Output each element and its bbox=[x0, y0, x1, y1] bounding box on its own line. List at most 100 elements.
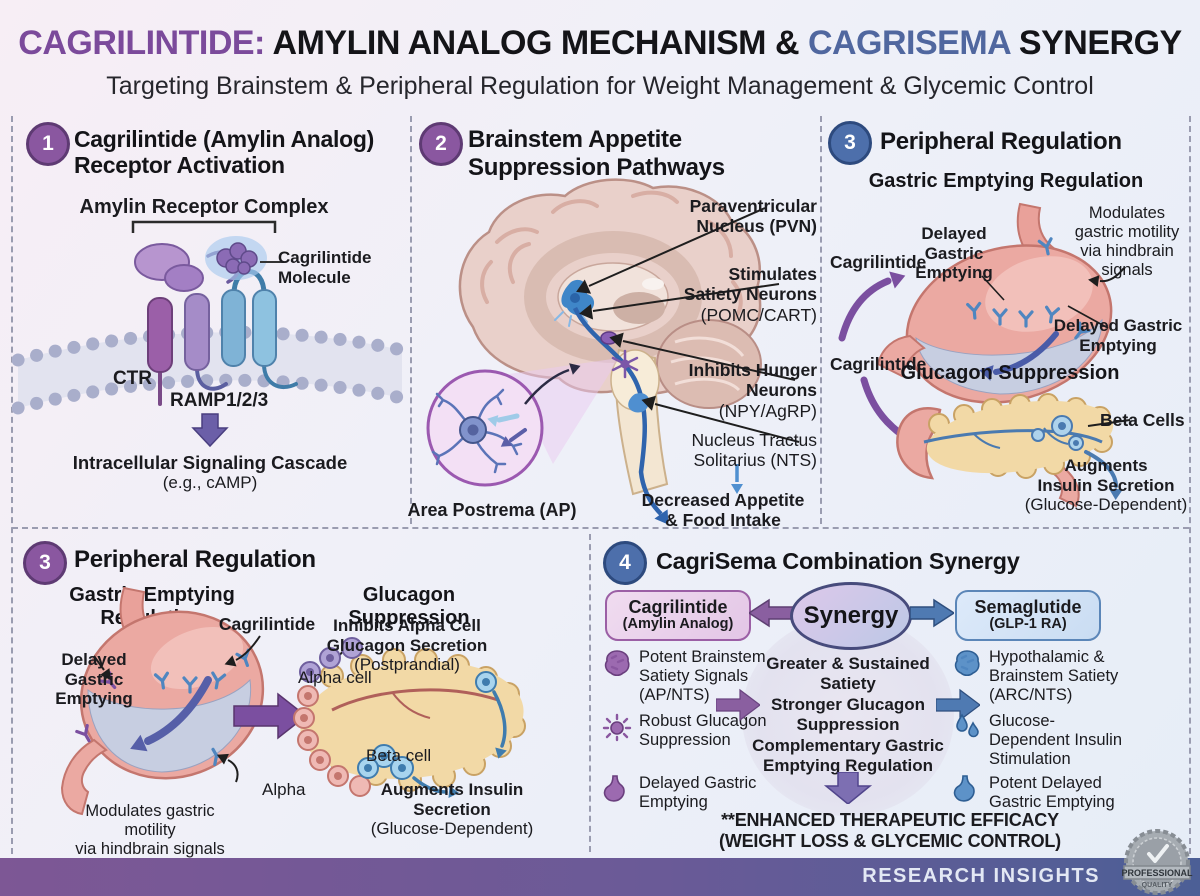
outcome-line2: (WEIGHT LOSS & GLYCEMIC CONTROL) bbox=[719, 831, 1061, 851]
item-text: Robust Glucagon Suppression bbox=[639, 712, 767, 749]
divider bbox=[1189, 116, 1191, 854]
label-line: via hindbrain bbox=[1080, 242, 1174, 261]
brain-icon bbox=[954, 650, 980, 677]
label-line: Neurons bbox=[746, 380, 817, 401]
footer-bar bbox=[0, 858, 1200, 896]
list-item: Potent Brainstem Satiety Signals (AP/NTS… bbox=[602, 648, 770, 705]
label-line: Modulates gastric motility bbox=[85, 802, 215, 840]
pvn-label: Paraventricular Nucleus (PVN) bbox=[629, 196, 817, 237]
step-number-badge: 3 bbox=[23, 541, 67, 585]
label-line: & Food Intake bbox=[665, 510, 781, 531]
area-postrema-label: Area Postrema (AP) bbox=[407, 500, 577, 520]
step-number-badge: 2 bbox=[419, 122, 463, 166]
label-line: Inhibits Alpha Cell bbox=[333, 616, 481, 635]
label-line: via hindbrain signals bbox=[75, 840, 225, 859]
area-postrema-magnifier bbox=[426, 369, 544, 487]
panel-cagrisema-synergy: 4 CagriSema Combination Synergy Cagrilin… bbox=[592, 530, 1188, 858]
label-line: Augments Insulin bbox=[380, 780, 524, 799]
pointer-lines bbox=[981, 267, 1131, 427]
page-subtitle: Targeting Brainstem & Peripheral Regulat… bbox=[106, 72, 1094, 100]
synergy-benefit: Stronger Glucagon Suppression bbox=[771, 695, 925, 734]
stomach-icon bbox=[953, 775, 975, 802]
label-line: Emptying bbox=[915, 263, 993, 283]
stomach bbox=[60, 586, 265, 816]
cagrilintide-label-top: Cagrilintide bbox=[830, 252, 927, 272]
step-number-badge: 3 bbox=[828, 121, 872, 165]
receptor-complex-illustration bbox=[12, 220, 408, 448]
insulin-arrow bbox=[1084, 450, 1123, 500]
delayed-gastric-right-label: Delayed Gastric Emptying bbox=[1048, 316, 1188, 355]
brain-icon bbox=[604, 650, 630, 677]
list-item: Hypothalamic & Brainstem Satiety (ARC/NT… bbox=[952, 648, 1132, 705]
decreased-appetite-label: Decreased Appetite & Food Intake bbox=[629, 490, 817, 531]
label-line: gastric motility bbox=[1074, 223, 1180, 242]
panel-brainstem-pathways: 2 Brainstem Appetite Suppression Pathway… bbox=[407, 112, 819, 530]
beta-cell-label: Beta cell bbox=[366, 746, 432, 765]
step-number-badge: 1 bbox=[26, 122, 70, 166]
label-line: signals bbox=[1101, 261, 1153, 280]
list-item: Delayed Gastric Emptying bbox=[602, 774, 770, 812]
label-line: (POMC/CART) bbox=[700, 304, 817, 325]
label-line: (Postprandial) bbox=[354, 655, 460, 675]
center-right-arrow bbox=[936, 688, 980, 722]
panel-receptor-activation: 1 Cagrilintide (Amylin Analog) Receptor … bbox=[12, 112, 408, 526]
delayed-gastric-left-label: Delayed Gastric Emptying bbox=[902, 224, 1006, 283]
satiety-neurons-label: Stimulates Satiety Neurons (POMC/CART) bbox=[629, 264, 817, 325]
item-text: Potent Brainstem Satiety Signals (AP/NTS… bbox=[639, 648, 766, 704]
list-item: Glucose-Dependent Insulin Stimulation bbox=[952, 712, 1132, 769]
semaglutide-pill: Semaglutide (GLP-1 RA) bbox=[955, 590, 1101, 641]
stomach-icon bbox=[603, 775, 625, 802]
gastric-emptying-title: Gastric Emptying Regulation bbox=[868, 170, 1144, 192]
checkmark-icon bbox=[1147, 844, 1169, 863]
item-text: Potent Delayed Gastric Emptying bbox=[989, 774, 1115, 811]
divider bbox=[410, 116, 412, 524]
inhibits-alpha-label: Inhibits Alpha Cell Glucagon Secretion (… bbox=[325, 616, 489, 675]
panel-title-line: Receptor Activation bbox=[74, 152, 285, 179]
label-line: Augments bbox=[1064, 456, 1148, 475]
seal-text-line2: QUALITY bbox=[1142, 882, 1173, 889]
stomach-to-pancreas-arrow bbox=[233, 692, 308, 740]
glucagon-suppression-title: Glucagon Suppression bbox=[900, 362, 1120, 384]
pancreas bbox=[896, 393, 1114, 508]
nts-region bbox=[628, 393, 650, 413]
beta-cells-label: Beta Cells bbox=[1100, 410, 1185, 430]
panel-title-line: Suppression Pathways bbox=[468, 153, 725, 181]
stomach-pancreas-illustration bbox=[838, 202, 1131, 508]
list-item: Robust Glucagon Suppression bbox=[602, 712, 770, 750]
label-line: (NPY/AgRP) bbox=[718, 400, 817, 421]
page-title-part1: CAGRILINTIDE: bbox=[18, 24, 265, 62]
synergy-benefit: Complementary Gastric Emptying Regulatio… bbox=[752, 736, 944, 775]
ap-neuron-spark bbox=[611, 349, 639, 379]
pill-sublabel: (GLP-1 RA) bbox=[989, 616, 1067, 633]
droplets-icon bbox=[956, 713, 979, 738]
cagrilintide-molecule-label: Cagrilintide Molecule bbox=[278, 248, 372, 287]
synergy-label: Synergy bbox=[803, 602, 899, 629]
page-title-part3: CAGRISEMA bbox=[807, 24, 1011, 62]
label-line: Modulates bbox=[1088, 204, 1166, 222]
label-line: (Glucose-Dependent) bbox=[370, 819, 534, 839]
label-line: Gastric bbox=[924, 243, 984, 263]
nts-label: Nucleus Tractus Solitarius (NTS) bbox=[639, 430, 817, 471]
cascade-label: Intracellular Signaling Cascade bbox=[72, 452, 348, 473]
panel-title: Peripheral Regulation bbox=[880, 128, 1122, 155]
complex-bracket bbox=[131, 220, 277, 233]
pill-label: Cagrilintide bbox=[628, 596, 728, 617]
divider bbox=[11, 116, 13, 854]
item-text: Hypothalamic & Brainstem Satiety (ARC/NT… bbox=[989, 648, 1119, 704]
panel-title: Cagrilintide (Amylin Analog) Receptor Ac… bbox=[74, 126, 404, 179]
arrowhead bbox=[569, 363, 581, 375]
divider bbox=[820, 116, 822, 524]
panel-title: Peripheral Regulation bbox=[74, 546, 316, 573]
brain-illustration bbox=[426, 178, 800, 525]
label-line: Decreased Appetite bbox=[641, 490, 805, 510]
cagrilintide-label-bottom: Cagrilintide bbox=[830, 354, 927, 374]
modulates-label: Modulates gastric motility via hindbrain… bbox=[1066, 204, 1188, 281]
panel-title: CagriSema Combination Synergy bbox=[656, 548, 1020, 574]
center-left-arrow bbox=[716, 688, 760, 722]
quality-seal: PROFESSIONAL QUALITY bbox=[1121, 829, 1193, 895]
hunger-neurons-label: Inhibits Hunger Neurons (NPY/AgRP) bbox=[639, 360, 817, 421]
item-text: Delayed Gastric Emptying bbox=[639, 774, 757, 811]
panel-title-line: Cagrilintide (Amylin Analog) bbox=[74, 126, 374, 152]
outcome-down-arrow bbox=[823, 772, 873, 804]
